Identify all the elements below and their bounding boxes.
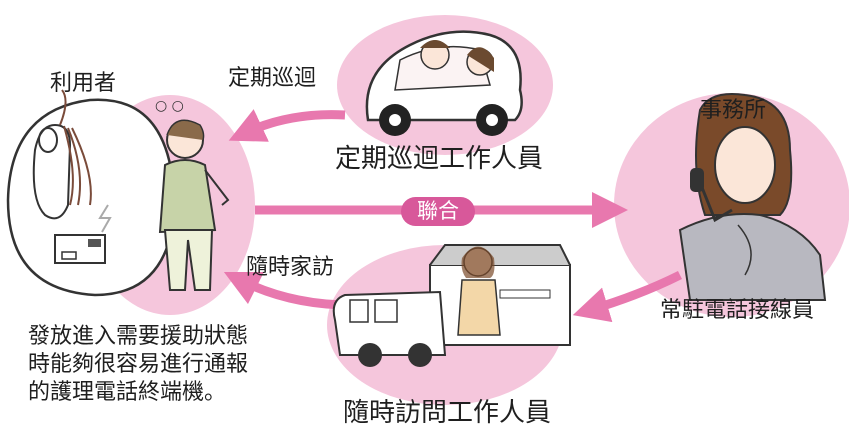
patrol-arrow-label: 定期巡迴 [228,66,317,91]
office-operator-title: 常駐電話接線員 [660,298,815,323]
visit-staff-title: 隨時訪問工作人員 [343,398,552,428]
visit-arrow-label: 隨時家訪 [246,255,335,280]
dispatch-arrow [572,270,683,323]
patrol-staff-title: 定期巡迴工作人員 [335,144,544,174]
patrol-car-illustration [365,30,523,136]
user-person-illustration: ○ ○ [155,98,230,291]
office-operator-illustration [678,93,827,301]
svg-text:○ ○: ○ ○ [155,98,184,114]
visit-arrow [223,271,351,310]
visit-van-illustration [332,244,571,367]
terminal-description: 發放進入需要援助狀態 時能夠很容易進行通報 的護理電話終端機。 [28,324,249,405]
care-phone-terminal-illustration [6,89,203,297]
link-label: 聯合 [401,197,475,226]
office-title: 事務所 [700,98,767,123]
user-title: 利用者 [50,71,117,96]
patrol-arrow [228,109,346,142]
